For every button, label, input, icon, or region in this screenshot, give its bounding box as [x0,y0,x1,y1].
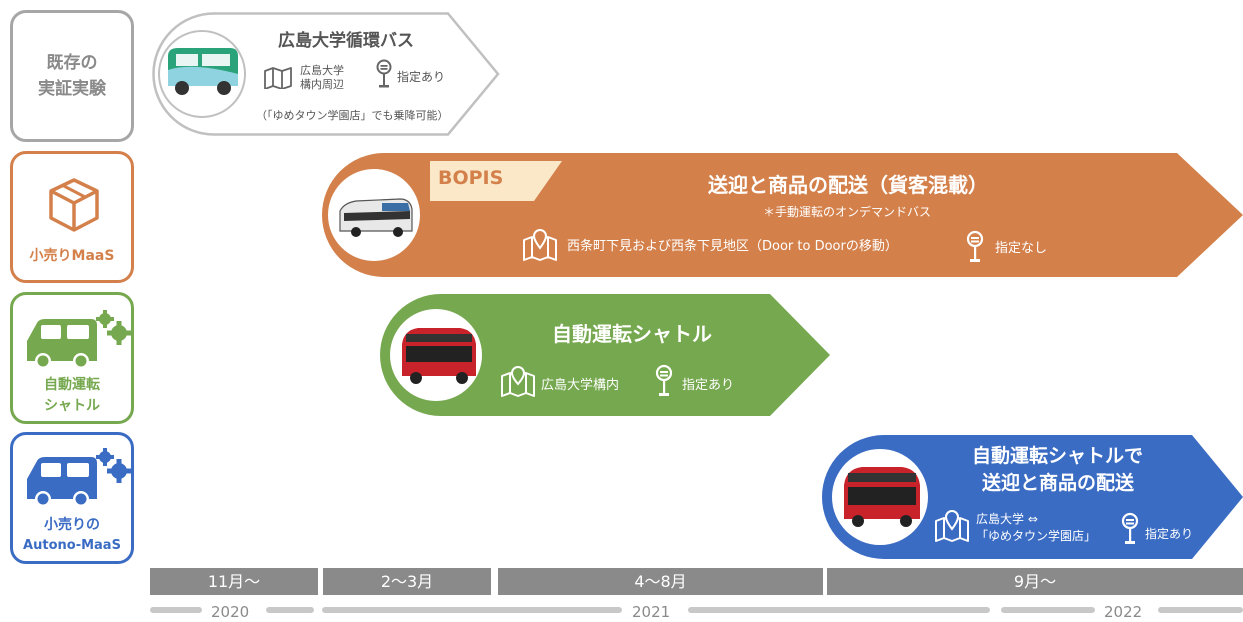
timeline-segment-apr-aug: 4～8月 [498,568,823,595]
bus-stop-icon [1121,512,1139,544]
year-2022-label: 2022 [1104,603,1143,621]
year-2020-label: 2020 [211,603,250,621]
map-icon [523,228,557,261]
year-2022-bar-right [1158,607,1243,613]
timeline-segment-nov: 11月～ [150,568,318,595]
phase-delivery-stop: 指定あり [1145,527,1194,541]
phase-shuttle-stop: 指定あり [682,378,735,393]
bus-stop-icon [655,364,673,396]
bus-stop-icon [966,230,984,262]
year-2022-bar-left [1001,607,1095,613]
phase-delivery-arrow [822,435,1243,559]
year-2021-bar-right [688,607,990,613]
map-icon [501,366,535,397]
car-icon [27,448,131,507]
category-shuttle-line2: シャトル [44,398,100,414]
category-shuttle: 自動運転 シャトル [10,292,134,424]
year-2020-bar-left [150,607,202,613]
timeline-segment-sep: 9月～ [827,568,1243,595]
phase-bus-stop: 指定あり [397,70,446,84]
timeline-segment-feb-mar: 2～3月 [323,568,491,595]
car-icon [27,310,131,369]
bus-stop-icon [376,59,392,88]
phase-bus-area-line2: 構内周辺 [300,78,344,91]
gears-icon [96,448,131,483]
phase-bopis-subtitle: ＊手動運転のオンデマンドバス [763,205,932,219]
category-autono-line2: Autono-MaaS [23,538,121,553]
phase-bopis-stop: 指定なし [995,241,1048,256]
category-retail-label: 小売りMaaS [29,248,115,264]
category-autono-line1: 小売りの [44,517,100,533]
phase-delivery-title-line1: 自動運転シャトルで [972,445,1144,467]
phase-shuttle-arrow [380,294,830,416]
phase-delivery-title-line2: 送迎と商品の配送 [982,472,1135,494]
phase-delivery-area-line1: 広島大学 ⇔ [976,512,1038,526]
year-2021-bar-left [322,607,622,613]
phase-delivery-area-line2: 「ゆめタウン学園店」 [976,529,1097,543]
category-existing-line2: 実証実験 [38,79,106,99]
category-existing: 既存の 実証実験 [10,10,134,142]
phase-bus-arrow [152,12,500,136]
van-illustration [339,198,413,237]
box-icon [49,178,99,232]
phase-bopis-title: 送迎と商品の配送（貨客混載） [708,173,988,197]
phase-shuttle-title: 自動運転シャトル [552,322,712,346]
gears-icon [96,310,131,345]
shuttle-illustration [844,467,920,527]
shuttle-illustration [402,328,476,384]
phase-bus-area-line1: 広島大学 [300,64,344,77]
phase-bopis-tag: BOPIS [438,167,504,189]
map-icon [264,67,292,89]
phase-shuttle-area: 広島大学構内 [541,378,620,393]
phase-bus-title: 広島大学循環バス [278,31,414,51]
category-existing-line1: 既存の [46,53,98,73]
category-shuttle-line1: 自動運転 [44,377,100,393]
map-icon [935,509,969,542]
phase-bopis-area: 西条町下見および西条下見地区（Door to Doorの移動） [567,239,898,254]
category-retail-maas: 小売りMaaS [10,151,134,283]
phase-bus-note: （「ゆめタウン学園店」でも乗降可能） [256,109,449,122]
bus-illustration [168,48,238,95]
phase-bopis-arrow [322,153,1243,277]
year-2021-label: 2021 [632,603,671,621]
category-autono-maas: 小売りの Autono-MaaS [10,432,134,564]
year-2020-bar-right [266,607,314,613]
